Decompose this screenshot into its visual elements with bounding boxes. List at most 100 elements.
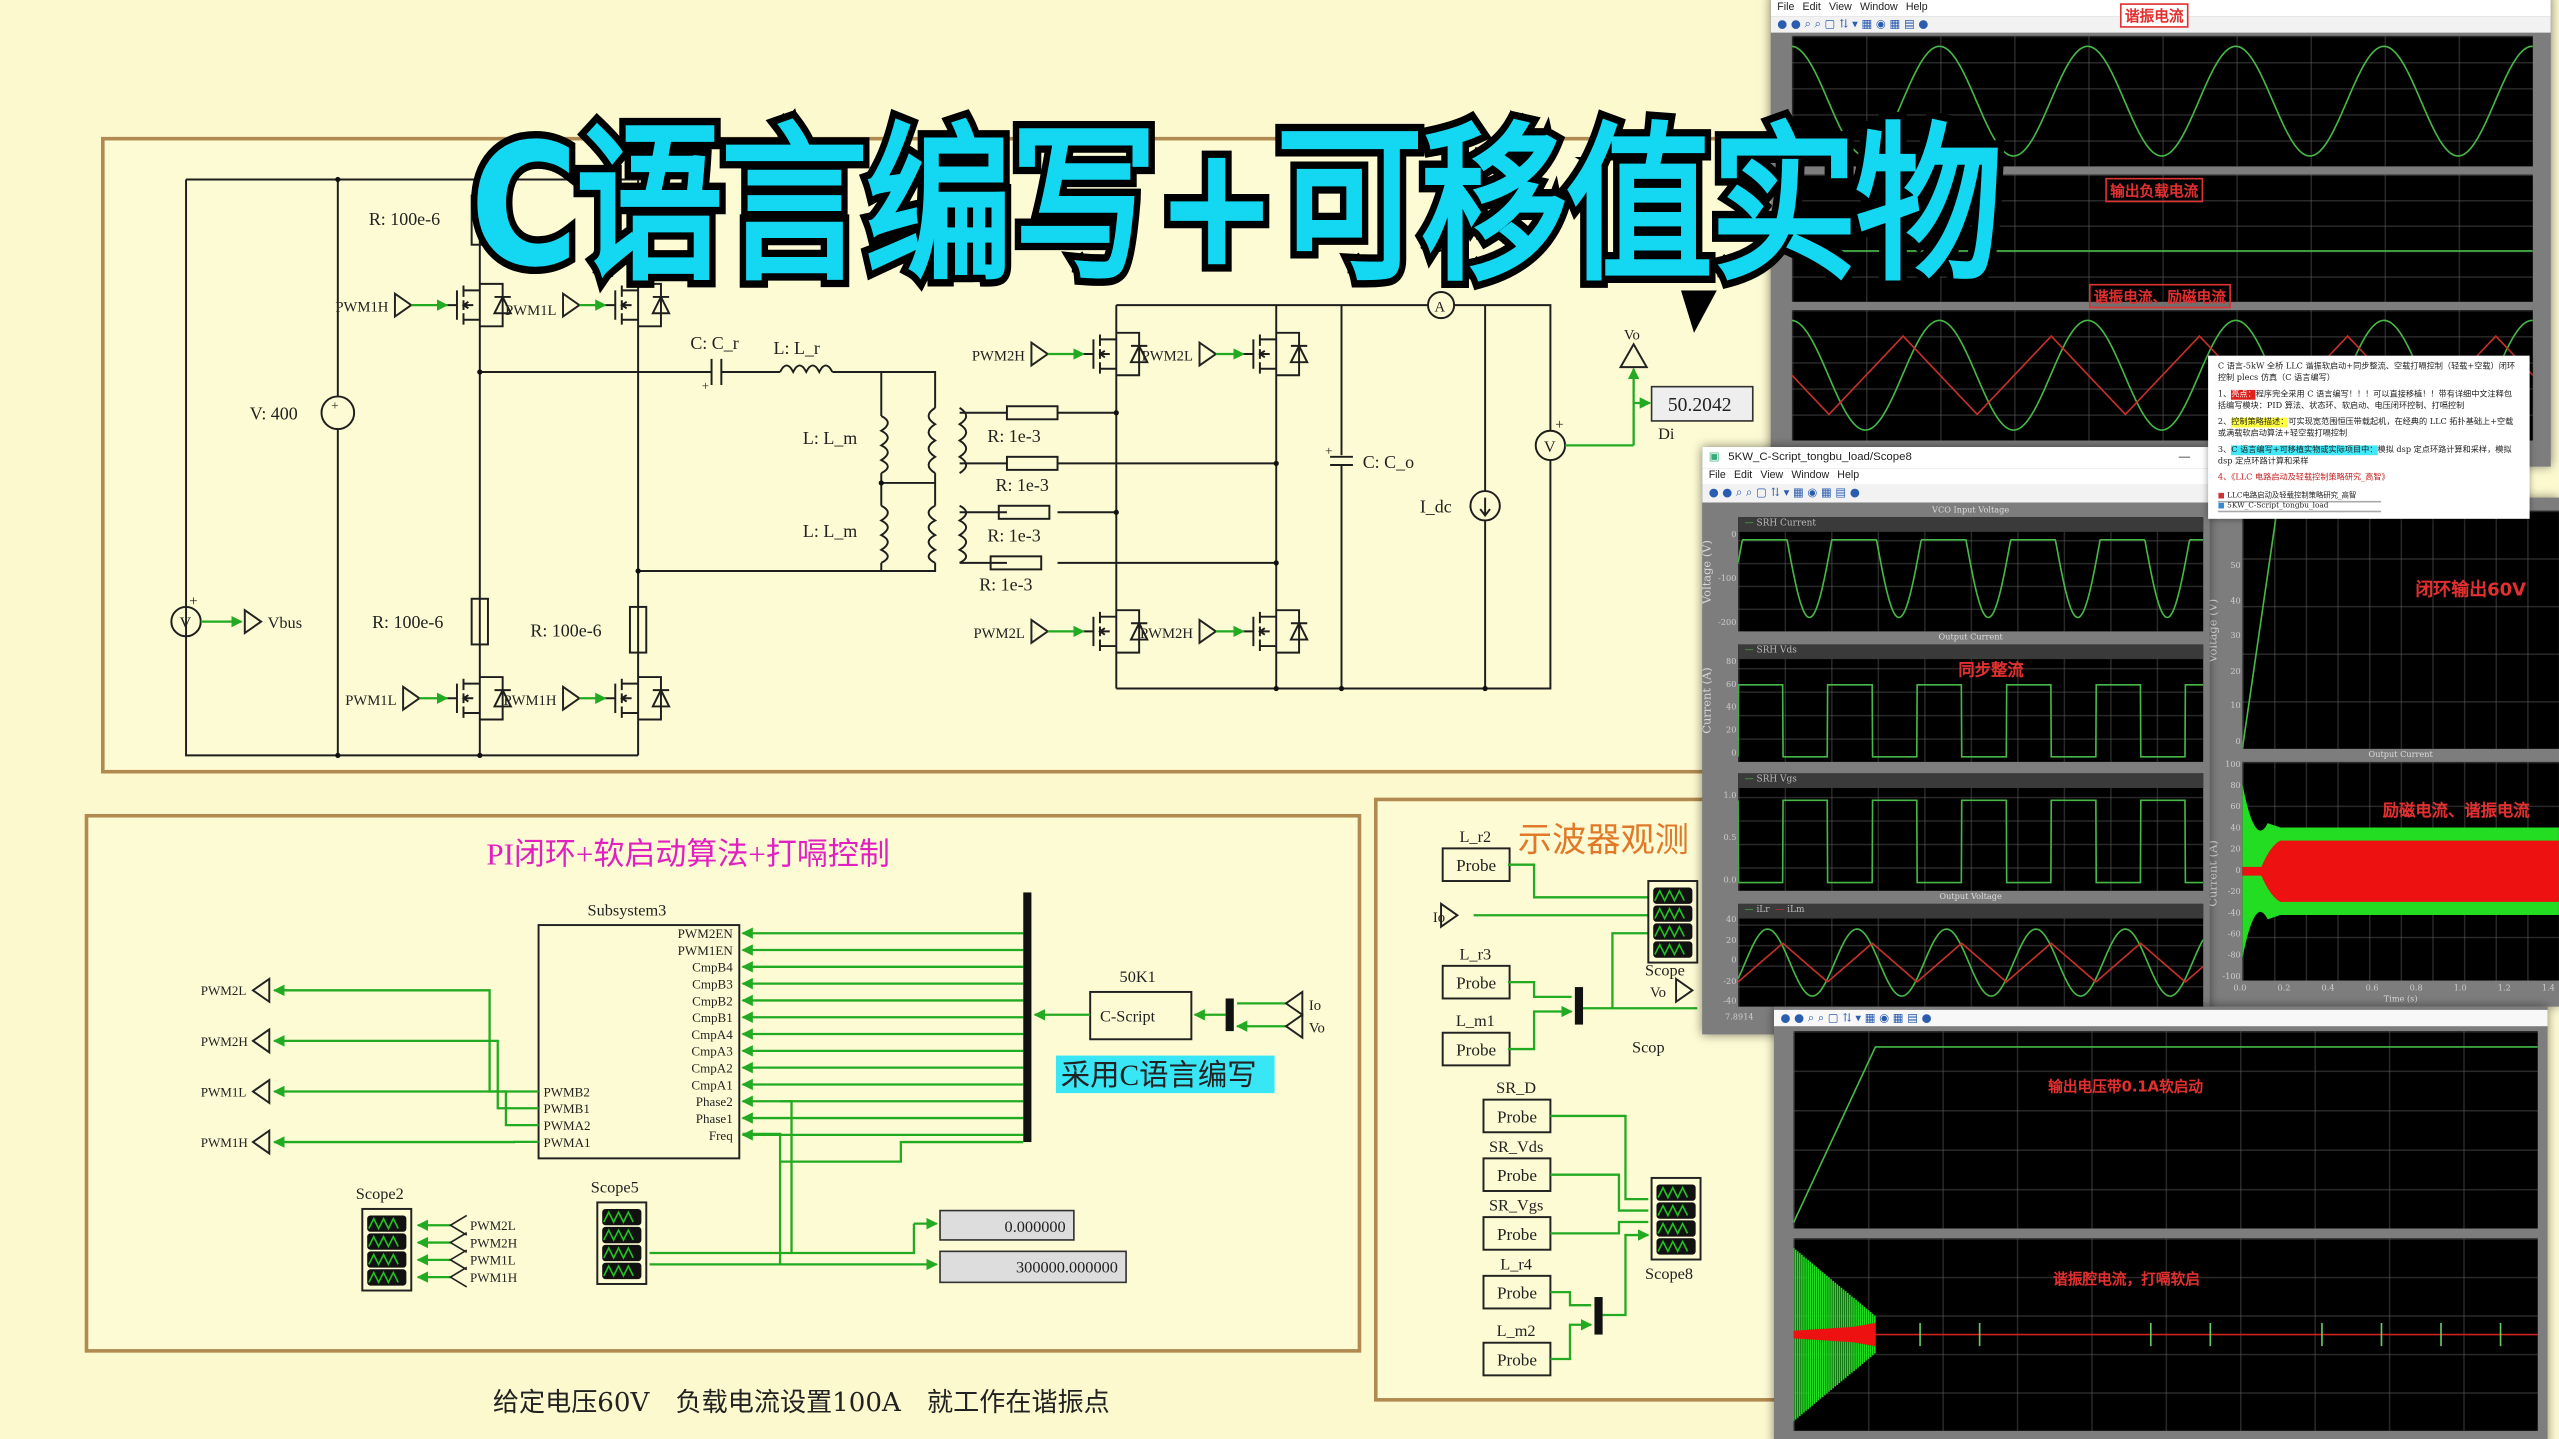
scope2-input-label: PWM1L <box>470 1253 516 1268</box>
vout-meter-plus: + <box>1555 417 1563 433</box>
pwm-goto-tag[interactable] <box>251 1027 271 1055</box>
r-sec-label-2: R: 1e-3 <box>996 475 1049 495</box>
pwm-goto-tag[interactable] <box>251 1078 271 1105</box>
scope-block[interactable] <box>1647 880 1699 964</box>
display-freq[interactable] <box>939 1250 1127 1284</box>
gate-label-pwm2h-bottom: PWM2H <box>1140 626 1193 642</box>
menu-help[interactable]: Help <box>1905 1 1928 14</box>
display-freq-value: 300000.000000 <box>1016 1258 1118 1277</box>
axis-tick: -60 <box>2227 929 2241 940</box>
probe-block-label: Probe <box>1497 1284 1537 1303</box>
menu-edit[interactable]: Edit <box>1733 469 1753 482</box>
gate-drive-tags[interactable] <box>200 292 1245 711</box>
pwm-goto-label: PWM1L <box>201 1084 247 1099</box>
vout-display[interactable] <box>1650 385 1754 422</box>
plot-title-1: VCO Input Voltage <box>1932 505 2010 516</box>
axis-tick: 0 <box>2235 866 2241 877</box>
probe-name: SR_Vgs <box>1489 1196 1543 1215</box>
from-tag[interactable] <box>448 1232 468 1254</box>
probe-name: SR_D <box>1496 1078 1536 1097</box>
gate-label-pwm1h-bottom: PWM1H <box>504 693 557 709</box>
plot-right-voltage[interactable] <box>2242 510 2559 749</box>
menu-edit[interactable]: Edit <box>1802 1 1821 14</box>
scope2-input-label: PWM2H <box>470 1235 518 1250</box>
lm-label-1: L: L_m <box>803 428 857 448</box>
plot-top-1[interactable] <box>1791 35 2533 167</box>
scope-partial-label: Scop <box>1632 1037 1665 1056</box>
axis-tick: 1.0 <box>2453 983 2467 994</box>
plot-top-2[interactable] <box>1791 174 2533 302</box>
window-titlebar[interactable]: ▣5KW_C-Script_tongbu_load/Scope8— <box>1702 447 2210 469</box>
annotation-resonant-current: 谐振电流 <box>2119 3 2189 28</box>
plot-srh-vgs[interactable]: — SRH Vgs <box>1738 773 2204 891</box>
menu-file[interactable]: File <box>1777 1 1795 14</box>
window-title: 5KW_C-Script_tongbu_load/Scope8 <box>1728 451 1912 464</box>
cr-plus: + <box>702 378 709 393</box>
plot-ilr-ilm[interactable]: — iLr — iLm <box>1738 903 2204 1007</box>
lm-label-2: L: L_m <box>803 521 857 541</box>
demux-bus-bar[interactable] <box>1023 892 1032 1143</box>
scope8-block[interactable] <box>1650 1176 1702 1261</box>
axis-tick: -100 <box>1718 574 1737 585</box>
from-tag[interactable] <box>448 1266 468 1288</box>
menu-view[interactable]: View <box>1760 469 1784 482</box>
probe-block[interactable] <box>1441 1031 1511 1067</box>
probe-block[interactable] <box>1482 1341 1552 1377</box>
toolbar-icons[interactable]: ● ● ⌕ ⌕ ▢ ⇅ ▾ ▦ ◉ ▦ ▤ ● <box>1708 486 1860 500</box>
probe-block[interactable] <box>1482 1216 1552 1251</box>
menu-file[interactable]: File <box>1708 469 1726 482</box>
cscript-block[interactable] <box>1089 990 1193 1041</box>
r-sec-label-4: R: 1e-3 <box>979 575 1032 595</box>
from-tag[interactable] <box>448 1249 468 1271</box>
doc-note: C 语言-5kW 全桥 LLC 谐振软启动+同步整流、空载打嗝控制（轻载+空载）… <box>2208 355 2530 519</box>
toolbar-icons[interactable]: ● ● ⌕ ⌕ ▢ ⇅ ▾ ▦ ◉ ▦ ▤ ● <box>1777 17 1929 31</box>
probe-block[interactable] <box>1482 1098 1552 1134</box>
scope2-block[interactable] <box>361 1207 413 1292</box>
plot-right-current[interactable] <box>2242 761 2559 981</box>
probe-name: SR_Vds <box>1489 1137 1543 1156</box>
pwm-goto-tag[interactable] <box>251 1128 271 1156</box>
pwm-goto-tag[interactable] <box>251 977 271 1004</box>
doc-file-plecs[interactable]: ■ 5KW_C-Script_tongbu_load <box>2217 502 2382 512</box>
menu-view[interactable]: View <box>1828 1 1852 14</box>
axis-tick: 20 <box>1726 726 1737 736</box>
pwm-goto-label: PWM2L <box>201 983 247 998</box>
plot-srh-current[interactable]: — SRH Current <box>1738 517 2204 632</box>
gate-label-pwm1l-bottom: PWM1L <box>345 693 396 709</box>
scope2-label: Scope2 <box>356 1184 404 1203</box>
vo-goto-tag[interactable] <box>1618 342 1649 369</box>
plot-bottom-current[interactable] <box>1793 1238 2538 1431</box>
probe-block[interactable] <box>1482 1157 1552 1192</box>
scope-window-bottom[interactable]: ● ● ⌕ ⌕ ▢ ⇅ ▾ ▦ ◉ ▦ ▤ ● 输出电压带0.1A软启动 谐振腔… <box>1773 1006 2548 1439</box>
plot-bottom-voltage[interactable] <box>1793 1031 2538 1229</box>
subsystem-input-label: Freq <box>709 1128 733 1143</box>
scope8-label: Scope8 <box>1645 1264 1693 1283</box>
menu-help[interactable]: Help <box>1837 469 1860 482</box>
menu-window[interactable]: Window <box>1791 469 1830 482</box>
y-label-current: Current (A) <box>2206 840 2220 907</box>
probe-name: L_r3 <box>1459 944 1491 963</box>
doc-file-pdf[interactable]: ■ LLC电路启动及轻载控制策略研究_高智 <box>2217 490 2382 502</box>
display-phase[interactable] <box>939 1209 1075 1241</box>
srh-current-trace <box>1738 540 2203 618</box>
axis-tick: 40 <box>1726 703 1737 713</box>
plot-srh-vds[interactable]: — SRH Vds <box>1738 644 2204 762</box>
overlay-title: C语言编写+可移值实物 <box>464 106 2009 306</box>
from-tag[interactable] <box>448 1214 468 1236</box>
minimize-button[interactable]: — <box>2178 451 2191 464</box>
axis-tick: -40 <box>2227 908 2241 919</box>
subsystem3-block[interactable] <box>537 924 741 1160</box>
gate-label-pwm2l: PWM2L <box>1142 349 1193 365</box>
menu-window[interactable]: Window <box>1859 1 1898 14</box>
output-voltage-trace <box>2242 511 2559 749</box>
scope5-block[interactable] <box>596 1201 648 1285</box>
toolbar-icons[interactable]: ● ● ⌕ ⌕ ▢ ⇅ ▾ ▦ ◉ ▦ ▤ ● <box>1780 1011 1932 1025</box>
probe-io-label: Io <box>1433 910 1445 926</box>
subsystem-input-label: Phase1 <box>696 1111 733 1126</box>
gate-label-pwm1l: PWM1L <box>505 303 556 319</box>
axis-tick: 60 <box>2230 802 2241 813</box>
srh-vgs-trace <box>1738 800 2203 882</box>
